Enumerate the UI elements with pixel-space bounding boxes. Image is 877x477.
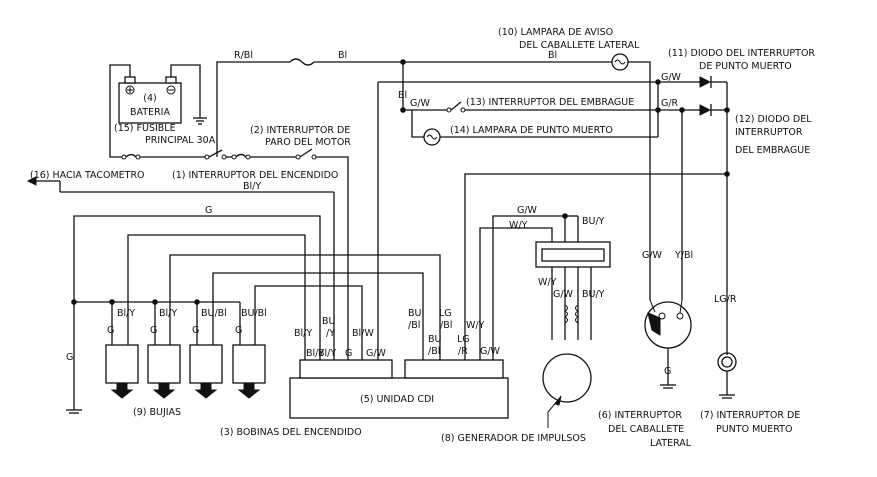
neutral-lamp-icon	[423, 128, 441, 146]
wire-g-w-side: G/W	[642, 250, 663, 261]
neutral-switch-icon	[717, 352, 737, 372]
cdi-a2b: /Y	[326, 328, 335, 339]
battery-label: BATERIA	[130, 107, 170, 118]
clutch-diode-icon	[699, 104, 712, 116]
sidestand-lamp-icon	[611, 53, 629, 71]
cdi-d2a: LG	[457, 334, 470, 345]
plug4-top-wire: BU/Bl	[241, 308, 267, 319]
cdi-d2b: /R	[458, 346, 468, 357]
clutch-diode-label-2: INTERRUPTOR	[735, 127, 803, 138]
clutch-diode-label-3: DEL EMBRAGUE	[735, 145, 810, 156]
cdi-c3: W/Y	[466, 320, 485, 331]
plug2-top-wire: Bl/Y	[159, 308, 177, 319]
cdi-a2a: BU	[322, 316, 336, 327]
plug1-g-wire: G	[107, 325, 114, 336]
fuse-2-icon	[231, 153, 251, 160]
pulse-conn-bu-y: BU/Y	[582, 289, 605, 300]
cdi-b3: G	[345, 348, 352, 359]
pulse-generator-icon	[542, 353, 592, 403]
wire-y-bl-side: Y/Bl	[674, 250, 693, 261]
engine-stop-label-1: (2) INTERRUPTOR DE	[250, 125, 350, 136]
neutral-switch-label-1: (7) INTERRUPTOR DE	[700, 410, 800, 421]
battery: (4) BATERIA	[118, 76, 182, 124]
main-fuse-icon	[121, 153, 141, 160]
wire-lg-r-neutral: LG/R	[714, 294, 737, 305]
plug1-top-wire: Bl/Y	[117, 308, 135, 319]
engine-stop-switch-icon	[295, 148, 317, 160]
cdi-unit: (5) UNIDAD CDI	[289, 359, 509, 419]
spark-plug-4: BU/Bl G	[232, 302, 267, 399]
cdi-a1: Bl/Y	[294, 328, 312, 339]
cdi-c2b: /Bl	[440, 320, 452, 331]
cdi-a3: Bl/W	[352, 328, 374, 339]
wire-bl-y-top: Bl/Y	[243, 181, 261, 192]
cdi-b4: G/W	[366, 348, 387, 359]
spark-plug-1: Bl/Y G	[105, 302, 139, 399]
wire-g-r-diode: G/R	[661, 98, 679, 109]
cdi-d1a: BU	[428, 334, 442, 345]
battery-number: (4)	[143, 93, 156, 104]
cdi-d3: G/W	[480, 346, 501, 357]
cdi-c1a: BU	[408, 308, 422, 319]
pulse-conn-g-w: G/W	[553, 289, 574, 300]
ignition-switch-icon	[204, 149, 227, 160]
tachometer-label: (16) HACIA TACOMETRO	[30, 170, 145, 181]
plug3-g-wire: G	[192, 325, 199, 336]
plug4-g-wire: G	[235, 325, 242, 336]
left-ground-icon	[66, 409, 82, 414]
battery-ground-icon	[193, 117, 207, 125]
cdi-unit-label: (5) UNIDAD CDI	[360, 394, 434, 405]
wire-g-side-ground: G	[664, 366, 671, 377]
cdi-c1b: /Bl	[408, 320, 420, 331]
neutral-diode-icon	[699, 76, 712, 88]
spark-plugs-label: (9) BUJIAS	[133, 407, 181, 418]
wire-bl-3: Bl	[398, 90, 407, 101]
neutral-diode-label-2: DE PUNTO MUERTO	[699, 61, 792, 72]
clutch-switch-label-text: (13) INTERRUPTOR DEL EMBRAGUE	[466, 97, 634, 108]
plug3-top-wire: BU/Bl	[201, 308, 227, 319]
clutch-diode-label-1: (12) DIODO DEL	[735, 114, 812, 125]
neutral-ground-icon	[719, 394, 735, 399]
top-fuse-icon	[289, 58, 315, 66]
neutral-switch-label-2: PUNTO MUERTO	[716, 424, 792, 435]
cdi-d1b: /Bl	[428, 346, 440, 357]
cdi-b2: Bl/Y	[318, 348, 336, 359]
sidestand-switch-label-1: (6) INTERRUPTOR	[598, 410, 682, 421]
wire-g-top: G	[205, 205, 212, 216]
wire-bu-y-pulse: BU/Y	[582, 216, 605, 227]
engine-stop-label-2: PARO DEL MOTOR	[265, 137, 351, 148]
wire-g-w-clutch: G/W	[410, 98, 431, 109]
clutch-switch-icon	[446, 101, 466, 113]
sidestand-lamp-label-2: DEL CABALLETE LATERAL	[519, 40, 640, 51]
wire-g-w-diode: G/W	[661, 72, 682, 83]
sidestand-ground-icon	[660, 384, 676, 389]
pulse-connector	[535, 241, 611, 340]
sidestand-lamp-label-1: (10) LAMPARA DE AVISO	[498, 27, 613, 38]
wire-g-left-ground: G	[66, 352, 73, 363]
neutral-lamp-label: (14) LAMPARA DE PUNTO MUERTO	[450, 125, 613, 136]
neutral-diode-label-1: (11) DIODO DEL INTERRUPTOR	[668, 48, 815, 59]
pulse-conn-w-y: W/Y	[538, 277, 557, 288]
ignition-coils-label: (3) BOBINAS DEL ENCENDIDO	[220, 427, 362, 438]
pulse-generator-label: (8) GENERADOR DE IMPULSOS	[441, 433, 586, 444]
main-fuse-label-1: (15) FUSIBLE	[114, 123, 176, 134]
wire-r-bl: R/Bl	[234, 50, 253, 61]
spark-plug-2: Bl/Y G	[147, 302, 181, 399]
wire-g-w-pulse: G/W	[517, 205, 538, 216]
plug2-g-wire: G	[150, 325, 157, 336]
wire-w-y-pulse: W/Y	[509, 220, 528, 231]
spark-plug-3: BU/Bl G	[189, 302, 227, 399]
sidestand-switch-label-2: DEL CABALLETE	[608, 424, 684, 435]
wire-bl-1: Bl	[338, 50, 347, 61]
cdi-c2a: LG	[439, 308, 452, 319]
sidestand-switch-label-3: LATERAL	[650, 438, 692, 449]
main-fuse-label-2: PRINCIPAL 30A	[145, 135, 216, 146]
sidestand-switch-icon	[644, 299, 692, 349]
ignition-switch-label: (1) INTERRUPTOR DEL ENCENDIDO	[172, 170, 338, 181]
cdi-b1: Bl/Y	[306, 348, 324, 359]
wire-bl-2: Bl	[548, 50, 557, 61]
